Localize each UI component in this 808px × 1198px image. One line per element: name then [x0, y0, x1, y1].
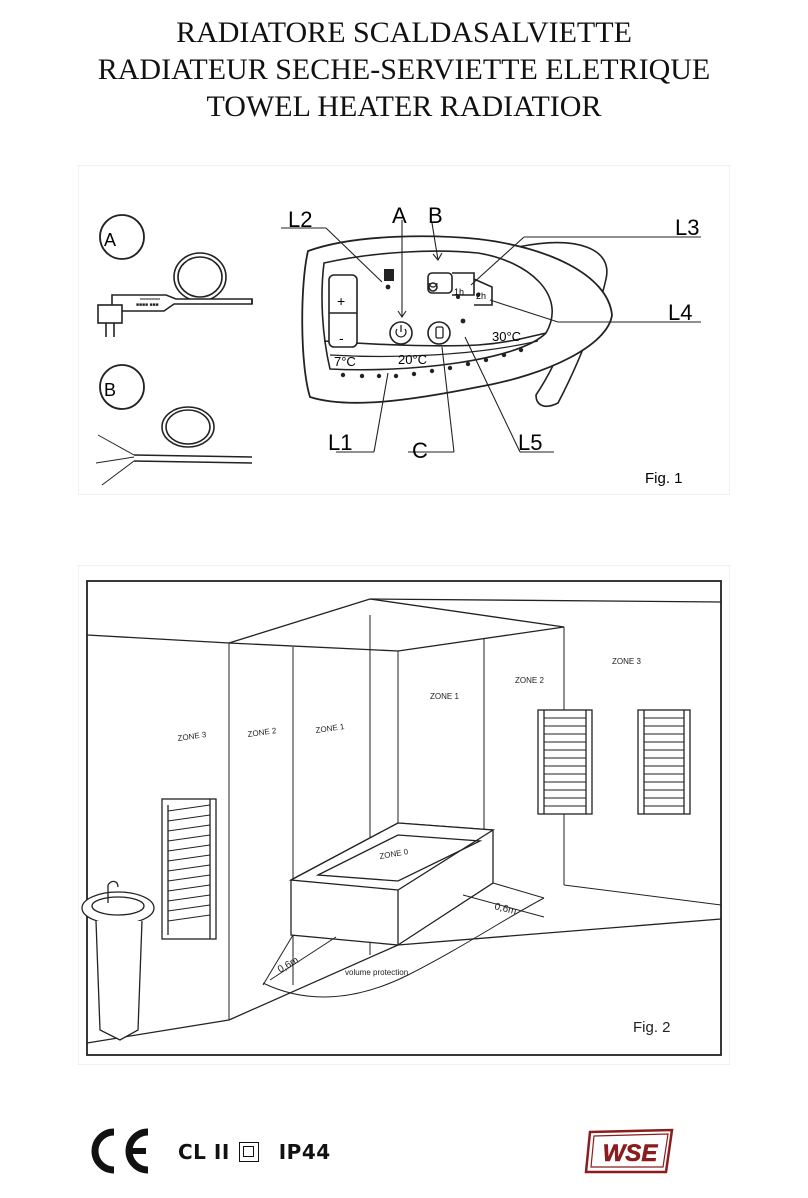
callout-l3: L3	[675, 215, 699, 240]
figure-1-drawing: ■■■■ ■■■	[77, 164, 731, 496]
figure-1-caption: Fig. 1	[645, 470, 683, 487]
plus-button-label: +	[337, 293, 345, 309]
callout-b: B	[428, 203, 443, 228]
sink	[81, 880, 155, 1041]
cable-label-b: B	[104, 380, 116, 400]
towel-heater-right-b	[637, 709, 691, 815]
zone-2-right: ZONE 2	[515, 676, 544, 685]
svg-text:WSE: WSE	[603, 1140, 659, 1167]
towel-heater-left	[161, 798, 217, 940]
front-distance-arrow	[269, 936, 337, 981]
zone-3-left: ZONE 3	[177, 730, 207, 743]
heater-bars	[167, 717, 684, 922]
cable-label-a: A	[104, 230, 116, 250]
zone-1-left: ZONE 1	[315, 722, 345, 735]
side-distance-arrow	[462, 894, 545, 918]
figure-2-caption: Fig. 2	[633, 1019, 671, 1036]
electrical-class-label: CL II IP44	[178, 1138, 331, 1164]
temp-high-label: 30°C	[492, 329, 521, 344]
volume-protection-label: volume protection	[345, 968, 408, 977]
callout-leader-lines	[281, 220, 701, 453]
zone-1-back: ZONE 1	[430, 692, 459, 701]
zone-2-left: ZONE 2	[247, 726, 277, 739]
figure-2: ZONE 3 ZONE 2 ZONE 1 ZONE 1 ZONE 2 ZONE …	[77, 564, 731, 1066]
class-ii-text: CL II	[178, 1139, 230, 1164]
callout-l2: L2	[288, 207, 312, 232]
title-italian: RADIATORE SCALDASALVIETTE	[176, 16, 632, 49]
bathtub	[288, 822, 496, 946]
power-icon	[395, 328, 407, 338]
room-frame	[86, 580, 722, 1056]
document-titles: RADIATORE SCALDASALVIETTE RADIATEUR SECH…	[0, 14, 808, 125]
svg-text:■■■■ ■■■: ■■■■ ■■■	[136, 302, 159, 308]
timer-icon	[428, 282, 438, 288]
wse-brand-logo: WSE	[584, 1128, 674, 1174]
minus-button-label: -	[339, 330, 344, 346]
temp-low-label: 7°C	[334, 354, 356, 369]
towel-heater-right-a	[537, 709, 593, 815]
distance-side-label: 0,6m	[493, 901, 517, 917]
callout-l4: L4	[668, 300, 692, 325]
temperature-led-row	[340, 269, 524, 379]
double-insulation-icon	[239, 1141, 260, 1162]
callout-a: A	[392, 203, 407, 228]
timer-1h-label: 1h	[454, 287, 464, 297]
timer-2h-label: 2h	[476, 291, 486, 301]
protection-volume-curve	[262, 897, 545, 998]
figure-2-drawing: ZONE 3 ZONE 2 ZONE 1 ZONE 1 ZONE 2 ZONE …	[77, 564, 731, 1066]
plug-cable-illustration: ■■■■ ■■■	[97, 214, 253, 337]
title-french: RADIATEUR SECHE-SERVIETTE ELETRIQUE	[97, 53, 711, 86]
title-english: TOWEL HEATER RADIATIOR	[206, 90, 602, 123]
ce-mark-logo	[91, 1128, 149, 1174]
figure-1: ■■■■ ■■■	[77, 164, 731, 496]
bare-cable-illustration	[95, 364, 253, 486]
callout-c: C	[412, 438, 428, 463]
zone-3-right: ZONE 3	[612, 657, 641, 666]
callout-l5: L5	[518, 430, 542, 455]
temp-mid-label: 20°C	[398, 352, 427, 367]
control-panel-illustration	[301, 235, 613, 407]
thermometer-icon	[435, 326, 444, 339]
callout-l1: L1	[328, 430, 352, 455]
ip-rating-text: IP44	[278, 1139, 331, 1164]
